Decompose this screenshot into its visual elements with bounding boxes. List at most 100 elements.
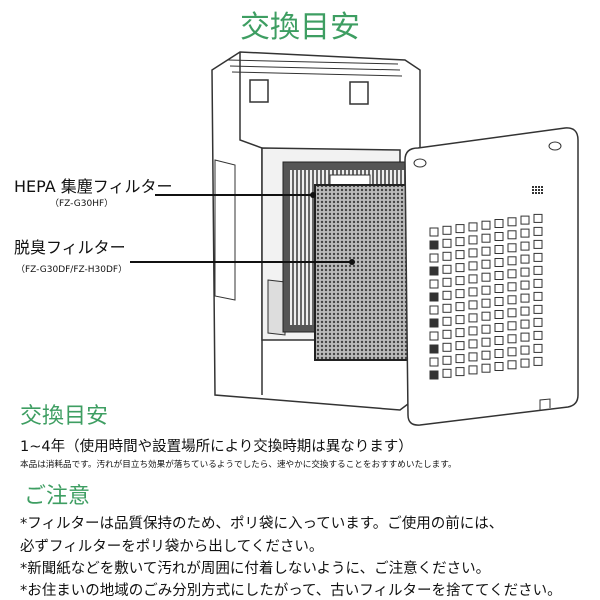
vent-slot [533,226,543,236]
vent-slot [429,370,439,380]
vent-slot [442,277,452,287]
vent-slot [429,357,439,367]
vent-slot [494,323,504,332]
vent-slot [468,352,478,362]
sensor-hole [532,189,534,191]
sensor-hole [538,189,540,191]
vent-slot [429,344,439,354]
vent-slot [533,356,543,366]
vent-slot [442,238,452,248]
vent-slot [481,311,491,321]
vent-slot [533,213,543,223]
sensor-hole [535,186,537,188]
sensor-hole [538,186,540,188]
vent-slot [468,261,478,271]
vent-slot [507,282,517,292]
vent-slot [455,341,465,351]
vent-slot [481,363,491,373]
vent-slot [507,295,517,305]
vent-slot [520,254,530,264]
vent-slot [442,355,452,365]
vent-slot [533,265,543,275]
vent-slot [520,306,530,316]
vent-slot [533,304,543,314]
vent-slot [520,215,530,225]
vent-slot [468,313,478,323]
vent-slot [494,271,504,280]
vent-slot [455,328,465,338]
vent-slot [533,330,543,340]
vent-slot [468,326,478,336]
vent-slot [494,232,504,241]
caution-line: *フィルターは品質保持のため、ポリ袋に入っています。ご使用の前には、 [20,516,504,532]
vent-slot [481,259,491,269]
vent-slot [494,362,504,371]
vent-slot [455,224,465,234]
vent-slot [520,280,530,290]
sensor-hole [541,192,543,194]
vent-slot [468,274,478,284]
vent-slot [520,345,530,355]
vent-slot [494,284,504,293]
vent-slot [533,278,543,288]
vent-slot [533,317,543,327]
vent-slot [442,264,452,274]
replacement-period: 1~4年（使用時間や設置場所により交換時期は異なります） [20,439,413,455]
vent-slot [481,337,491,347]
vent-slot [429,266,439,276]
vent-slot [494,245,504,254]
vent-slot [442,316,452,326]
vent-slot [442,225,452,235]
caution-heading: ご注意 [24,484,91,509]
vent-slot [455,250,465,260]
sensor-hole [541,189,543,191]
deodorizing-filter-label: 脱臭フィルター [14,238,126,257]
vent-slot [429,240,439,250]
vent-slot [507,334,517,344]
vent-slot [520,228,530,238]
sensor-hole [535,192,537,194]
vent-slot [481,324,491,334]
sensor-hole [532,192,534,194]
vent-slot [507,347,517,357]
sensor-vent [532,186,543,194]
vent-slot [507,243,517,253]
vent-slot [429,318,439,328]
vent-slot [468,235,478,245]
vent-slot [442,368,452,378]
vent-slot [507,321,517,331]
vent-slot [442,329,452,339]
vent-slot [429,292,439,302]
caution-line: 必ずフィルターをポリ袋から出してください。 [20,539,324,555]
vent-slot [455,276,465,286]
vent-slot [481,220,491,230]
vent-slot [455,302,465,312]
vent-slot [429,227,439,237]
vent-slot [520,241,530,251]
vent-slot [533,343,543,353]
vent-slot [468,365,478,375]
vent-slot [468,248,478,258]
vent-slot [455,354,465,364]
vent-slot [481,272,491,282]
caution-line: *お住まいの地域のごみ分別方式にしたがって、古いフィルターを捨ててください。 [20,583,562,599]
vent-slot [442,342,452,352]
vent-slot [494,310,504,319]
hepa-filter-label: HEPA 集塵フィルター [14,177,173,196]
vent-slot [533,239,543,249]
vent-slot [481,298,491,308]
vent-slot [533,252,543,262]
vent-slot [520,332,530,342]
vent-slot [442,290,452,300]
vent-slot [481,246,491,256]
vent-slot [494,349,504,358]
vent-slot [468,222,478,232]
caution-line: *新聞紙などを敷いて汚れが周囲に付着しないように、ご注意ください。 [20,561,491,577]
vent-slot [481,285,491,295]
vent-slot [429,331,439,341]
sensor-hole [538,192,540,194]
vent-slot [520,293,530,303]
replacement-note: 本品は消耗品です。汚れが目立ち効果が落ちているようでしたら、速やかに交換すること… [20,460,457,470]
vent-grid [429,213,543,380]
vent-slot [455,367,465,377]
